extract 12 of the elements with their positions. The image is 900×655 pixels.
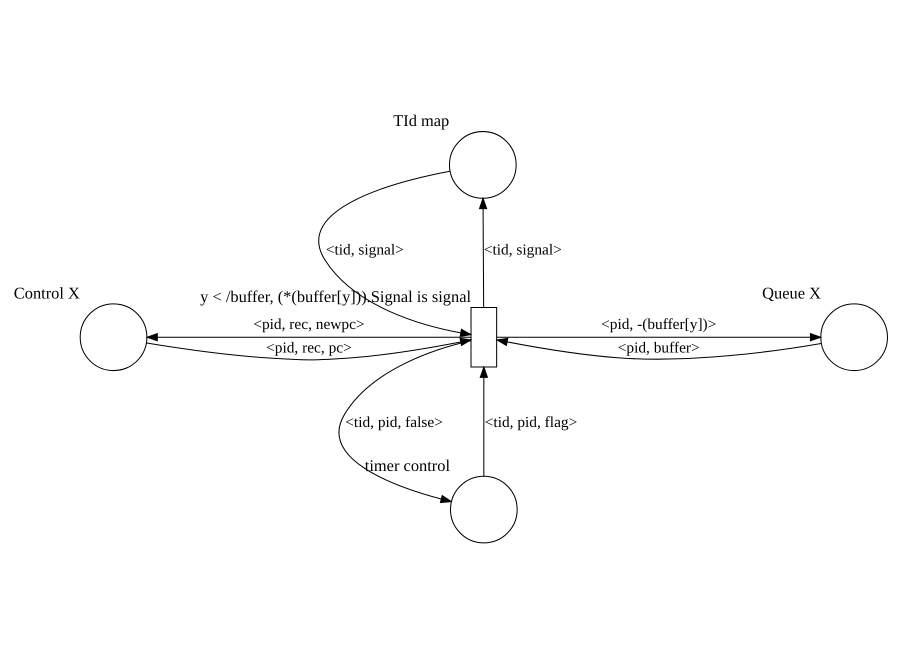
edge-label: <pid, buffer> (617, 339, 700, 356)
node-label: Queue X (762, 283, 820, 302)
node-label: Control X (13, 283, 80, 302)
edge-label: <tid, signal> (483, 241, 562, 258)
edge-label: <tid, pid, false> (344, 413, 442, 430)
edge-label: <pid, rec, pc> (266, 339, 352, 356)
edge-label: <pid, rec, newpc> (252, 316, 364, 333)
edge-label: <pid, -(buffer[y])> (600, 316, 716, 333)
edge-label: <tid, signal> (325, 241, 404, 258)
edge-label: <tid, pid, flag> (484, 413, 577, 430)
node-label: TId map (392, 110, 449, 130)
node-label: timer control (364, 455, 450, 474)
